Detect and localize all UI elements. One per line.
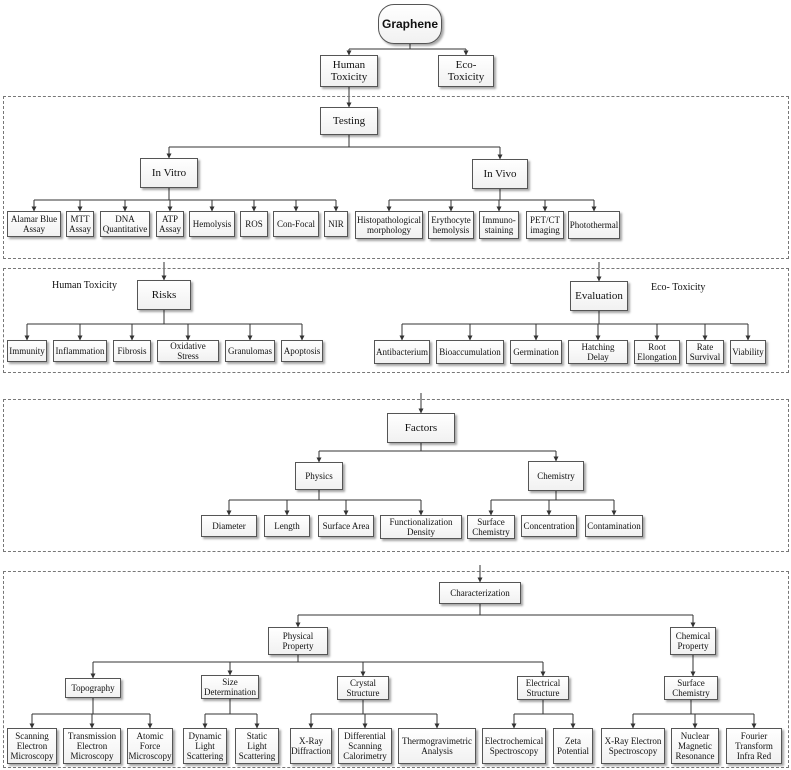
- characterization-panel: [3, 571, 789, 768]
- length-node: Length: [264, 515, 310, 537]
- chemical-property-node: Chemical Property: [670, 627, 716, 655]
- oxidative-stress-node: Oxidative Stress: [157, 340, 219, 362]
- characterization-node: Characterization: [439, 582, 521, 604]
- mtt-assay-node: MTT Assay: [66, 211, 94, 237]
- electrical-structure-node: Electrical Structure: [517, 676, 569, 700]
- physics-node: Physics: [295, 462, 343, 490]
- ros-node: ROS: [240, 211, 268, 237]
- x-ray-diffraction-node: X-Ray Diffraction: [290, 728, 332, 764]
- crystal-structure-node: Crystal Structure: [337, 676, 389, 700]
- rate-survival-node: Rate Survival: [686, 340, 724, 364]
- hatching-delay-node: Hatching Delay: [568, 340, 628, 364]
- static-light-scattering-node: Static Light Scattering: [235, 728, 279, 764]
- dna-quantitative-node: DNA Quantitative: [100, 211, 150, 237]
- factors-panel: [3, 399, 789, 552]
- fibrosis-node: Fibrosis: [113, 340, 151, 362]
- in-vitro-node: In Vitro: [140, 158, 198, 188]
- evaluation-node: Evaluation: [570, 281, 628, 311]
- atp-assay-node: ATP Assay: [156, 211, 184, 237]
- atomic-force-microscopy-node: Atomic Force Microscopy: [127, 728, 173, 764]
- hemolysis-node: Hemolysis: [189, 211, 235, 237]
- granulomas-node: Granulomas: [225, 340, 275, 362]
- con-focal-node: Con-Focal: [273, 211, 319, 237]
- germination-node: Germination: [510, 340, 562, 364]
- concentration-node: Concentration: [521, 515, 577, 537]
- surface-area-node: Surface Area: [318, 515, 374, 537]
- size-determination-node: Size Determination: [201, 675, 259, 699]
- zeta-potential-node: Zeta Potential: [553, 728, 593, 764]
- graphene-node: Graphene: [378, 4, 442, 44]
- surface-chemistry-factor-node: Surface Chemistry: [467, 515, 515, 539]
- thermogravimetric-analysis-node: Thermogravimetric Analysis: [398, 728, 476, 764]
- histopathological-morphology-node: Histopathological morphology: [355, 211, 423, 239]
- contamination-node: Contamination: [585, 515, 643, 537]
- chemistry-node: Chemistry: [528, 461, 584, 491]
- testing-node: Testing: [320, 107, 378, 135]
- testing-panel: [3, 96, 789, 259]
- diameter-node: Diameter: [201, 515, 257, 537]
- inflammation-node: Inflammation: [53, 340, 107, 362]
- erythocyte-hemolysis-node: Erythocyte hemolysis: [428, 211, 474, 239]
- transmission-electron-microscopy-node: Transmission Electron Microscopy: [63, 728, 121, 764]
- physical-property-node: Physical Property: [268, 627, 328, 655]
- dynamic-light-scattering-node: Dynamic Light Scattering: [183, 728, 227, 764]
- electrochemical-spectroscopy-node: Electrochemical Spectroscopy: [482, 728, 546, 764]
- pet-ct-imaging-node: PET/CT imaging: [526, 211, 564, 239]
- functionalization-density-node: Functionalization Density: [380, 515, 462, 539]
- root-elongation-node: Root Elongation: [634, 340, 680, 364]
- human-toxicity-node: Human Toxicity: [320, 55, 378, 87]
- surface-chemistry-node: Surface Chemistry: [664, 676, 718, 700]
- viability-node: Viability: [730, 340, 766, 364]
- nuclear-magnetic-resonance-node: Nuclear Magnetic Resonance: [671, 728, 719, 764]
- factors-node: Factors: [387, 413, 455, 443]
- eco-toxicity-caption: Eco- Toxicity: [651, 282, 706, 293]
- risks-node: Risks: [137, 280, 191, 310]
- eco-toxicity-node: Eco- Toxicity: [438, 55, 494, 87]
- in-vivo-node: In Vivo: [472, 159, 528, 189]
- nir-node: NIR: [324, 211, 348, 237]
- bioaccumulation-node: Bioaccumulation: [436, 340, 504, 364]
- topography-node: Topography: [65, 678, 121, 698]
- immunity-node: Immunity: [7, 340, 47, 362]
- differential-scanning-calorimetry-node: Differential Scanning Calorimetry: [338, 728, 392, 764]
- immuno-staining-node: Immuno- staining: [479, 211, 519, 239]
- alamar-blue-assay-node: Alamar Blue Assay: [7, 211, 61, 237]
- x-ray-electron-spectroscopy-node: X-Ray Electron Spectroscopy: [601, 728, 665, 764]
- photothermal-node: Photothermal: [568, 211, 620, 239]
- apoptosis-node: Apoptosis: [281, 340, 323, 362]
- human-toxicity-caption: Human Toxicity: [52, 280, 117, 291]
- fourier-transform-infra-red-node: Fourier Transform Infra Red: [726, 728, 782, 764]
- antibacterium-node: Antibacterium: [374, 340, 430, 364]
- risk-evaluation-panel: [3, 268, 789, 373]
- scanning-electron-microscopy-node: Scanning Electron Microscopy: [7, 728, 57, 764]
